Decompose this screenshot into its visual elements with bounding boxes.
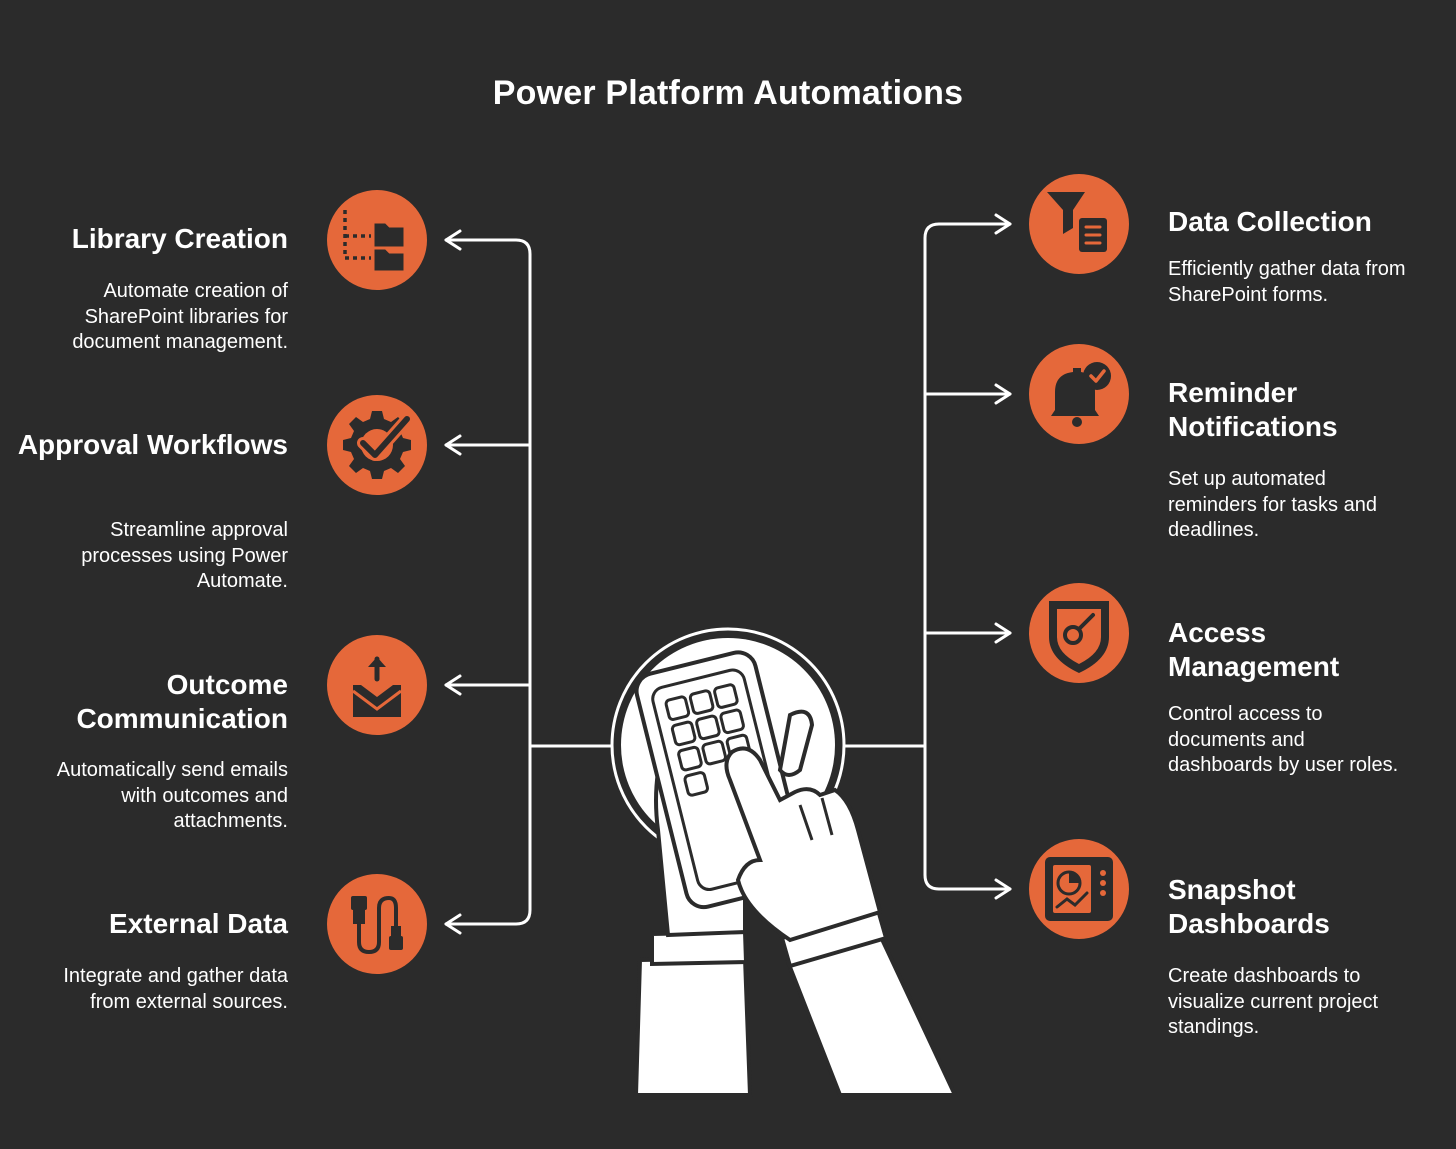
access-management-title: Access Management xyxy=(1168,617,1340,682)
reminder-notifications-description: Set up automated reminders for tasks and… xyxy=(1168,468,1377,542)
dashboard-chart-icon xyxy=(1029,839,1129,939)
external-data-description: Integrate and gather data from external … xyxy=(63,965,288,1013)
mail-upload-icon xyxy=(327,635,427,735)
library-creation-description: Automate creation of SharePoint librarie… xyxy=(72,280,288,354)
external-data-title: External Data xyxy=(109,908,288,939)
gear-check-icon xyxy=(327,395,427,495)
library-creation-title: Library Creation xyxy=(71,223,288,254)
access-management-description: Control access to documents and dashboar… xyxy=(1168,703,1399,777)
shield-key-icon xyxy=(1029,583,1129,683)
hands-tablet-icon xyxy=(610,627,959,1097)
bell-check-icon xyxy=(1029,344,1129,444)
diagram-title: Power Platform Automations xyxy=(492,74,964,112)
data-collection-description: Efficiently gather data from SharePoint … xyxy=(1168,258,1406,306)
reminder-notifications-title: Reminder Notifications xyxy=(1168,377,1338,442)
snapshot-dashboards-description: Create dashboards to visualize current p… xyxy=(1168,965,1379,1039)
right-connectors xyxy=(840,213,1012,900)
outcome-communication-title: Outcome Communication xyxy=(76,669,288,734)
snapshot-dashboards-title: Snapshot Dashboards xyxy=(1168,874,1330,939)
funnel-form-icon xyxy=(1029,174,1129,274)
folder-hierarchy-icon xyxy=(327,190,427,290)
left-connectors xyxy=(444,229,616,935)
left-trunk xyxy=(444,238,532,926)
outcome-communication-description: Automatically send emails with outcomes … xyxy=(56,759,288,833)
data-collection-title: Data Collection xyxy=(1168,206,1372,237)
approval-workflows-title: Approval Workflows xyxy=(17,429,288,460)
cable-connector-icon xyxy=(327,874,427,974)
approval-workflows-description: Streamline approval processes using Powe… xyxy=(81,519,288,593)
right-trunk xyxy=(923,222,1012,891)
